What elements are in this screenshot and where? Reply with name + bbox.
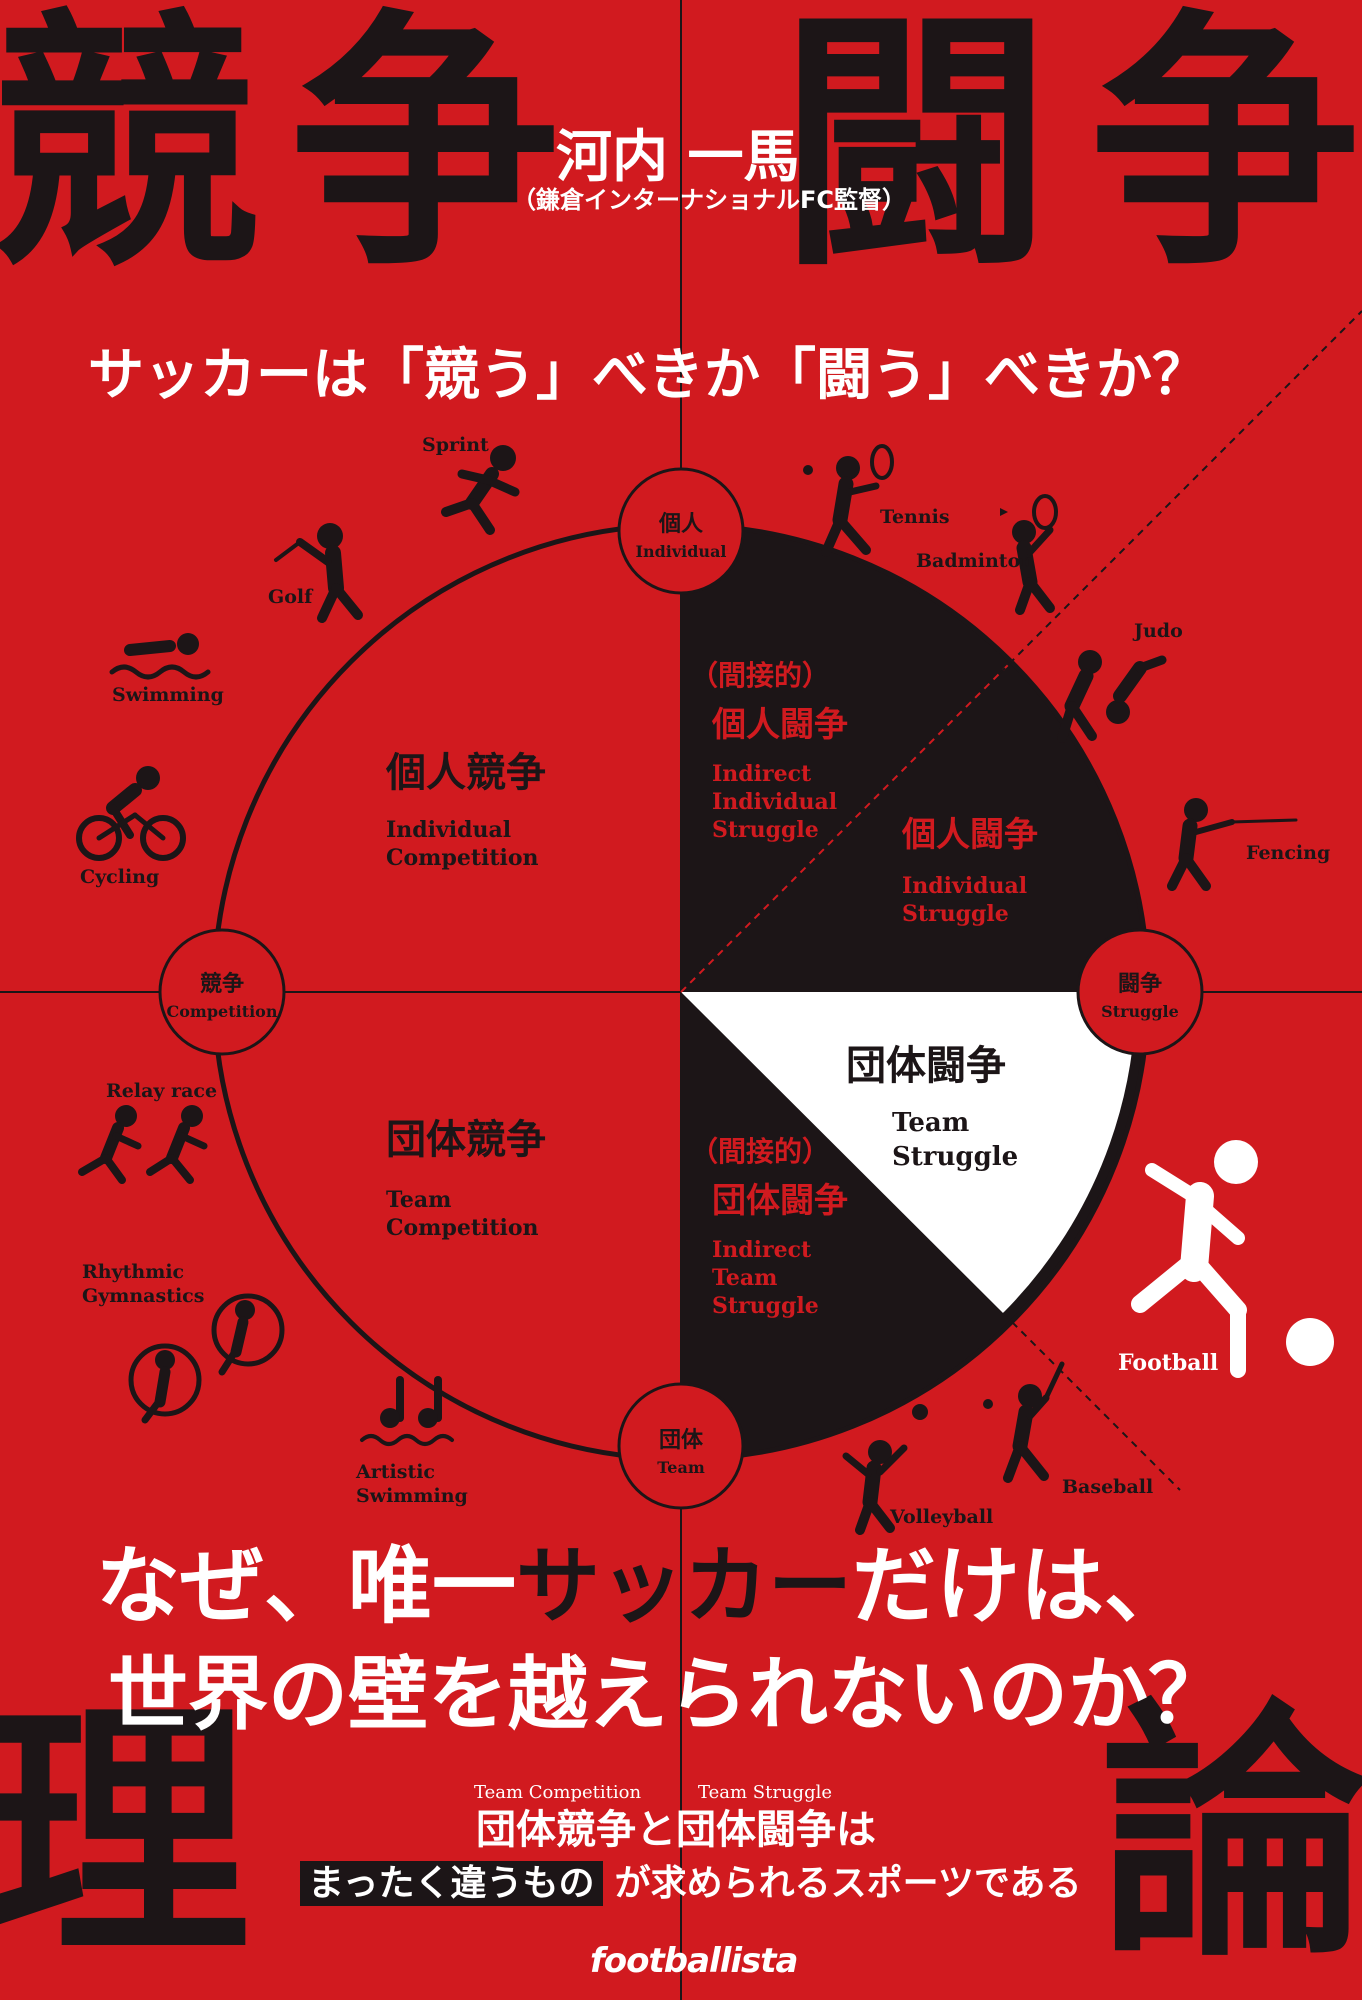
indirect-individual-paren: （間接的） [690, 659, 831, 692]
team-struggle-jp: 団体闘争 [846, 1043, 1006, 1089]
tagline-line-2: まったく違うものが求められるスポーツである [300, 1861, 1082, 1906]
individual-struggle-en: Individual Struggle [902, 873, 1028, 927]
tagline-rest: が求められるスポーツである [614, 1863, 1082, 1904]
node-circle-top [617, 467, 745, 595]
headline-line-1-a: なぜ、唯一 [96, 1536, 517, 1635]
label-badminton: Badminton [916, 550, 1035, 572]
node-top-en: Individual [635, 542, 727, 561]
swimming-icon [109, 633, 211, 680]
label-fencing: Fencing [1246, 842, 1331, 864]
indirect-individual-en: Indirect Individual Struggle [712, 761, 838, 843]
headline-line-1: なぜ、唯一サッカーだけは、 [96, 1544, 1188, 1628]
author-name: 河内 一馬 [556, 125, 800, 190]
indirect-team-jp: 団体闘争 [712, 1181, 848, 1221]
label-volleyball: Volleyball [890, 1506, 994, 1528]
tagline-ruby-2: Team Struggle [698, 1782, 832, 1803]
label-judo: Judo [1134, 620, 1183, 642]
tagline-line-1: 団体競争と団体闘争は [476, 1807, 876, 1853]
individual-competition-en: Individual Competition [386, 817, 539, 871]
indirect-team-paren: （間接的） [690, 1135, 831, 1168]
tennis-icon [803, 444, 894, 557]
label-baseball: Baseball [1062, 1476, 1154, 1498]
label-cycling: Cycling [80, 866, 160, 888]
node-left-en: Competition [166, 1002, 278, 1021]
volleyball-icon [842, 1404, 928, 1535]
corner-char-ri: 理 [0, 1677, 250, 1992]
publisher-logo: footballista [590, 1941, 798, 1981]
label-swimming: Swimming [112, 684, 224, 706]
baseball-icon [983, 1361, 1065, 1483]
headline-line-1-soccer: サッカー [516, 1536, 853, 1635]
corner-char-so-2: 争 [1090, 0, 1360, 302]
badminton-icon [1000, 494, 1058, 615]
label-relay: Relay race [106, 1080, 218, 1102]
football-icon [1131, 1140, 1334, 1378]
individual-struggle-jp: 個人闘争 [902, 815, 1038, 855]
judo-icon [1057, 650, 1167, 743]
tagline-highlight: まったく違うもの [300, 1861, 603, 1906]
node-bottom-en: Team [657, 1458, 705, 1477]
node-bottom-jp: 団体 [658, 1428, 703, 1453]
corner-char-ron: 論 [1100, 1677, 1362, 1992]
relay-race-icon [78, 1105, 208, 1184]
node-circle-right [1076, 928, 1204, 1056]
team-competition-en: Team Competition [386, 1187, 539, 1241]
corner-char-so-1: 争 [290, 0, 560, 302]
golf-icon [274, 523, 363, 623]
headline-line-1-c: だけは、 [852, 1536, 1189, 1635]
node-top-jp: 個人 [658, 512, 703, 537]
label-rhythmic: Rhythmic Gymnastics [82, 1261, 205, 1307]
indirect-individual-jp: 個人闘争 [712, 705, 848, 745]
label-tennis: Tennis [880, 506, 950, 528]
dashed-diagonal-lower [1002, 1312, 1181, 1491]
node-circle-left [158, 928, 286, 1056]
headline-line-2: 世界の壁を越えられないのか？ [108, 1647, 1228, 1741]
team-competition-jp: 団体競争 [386, 1117, 546, 1163]
indirect-team-en: Indirect Team Struggle [712, 1237, 819, 1319]
label-artistic: Artistic Swimming [356, 1461, 468, 1507]
rhythmic-gymnastics-icon [128, 1293, 285, 1424]
node-right-jp: 闘争 [1117, 972, 1162, 997]
label-football: Football [1118, 1350, 1219, 1376]
tagline-ruby-1: Team Competition [474, 1782, 642, 1803]
team-struggle-wedge [681, 992, 1136, 1313]
team-struggle-en: Team Struggle [892, 1108, 1019, 1172]
individual-competition-jp: 個人競争 [386, 750, 546, 796]
question-line: サッカーは「競う」べきか「闘う」べきか？ [88, 342, 1208, 408]
node-left-jp: 競争 [199, 972, 244, 997]
label-sprint: Sprint [422, 434, 489, 456]
cycling-icon [76, 766, 186, 861]
corner-char-to: 闘 [780, 0, 1050, 302]
node-right-en: Struggle [1101, 1002, 1179, 1021]
label-golf: Golf [268, 586, 313, 608]
sprint-icon [441, 445, 520, 535]
fencing-icon [1167, 798, 1298, 891]
node-circle-bottom [617, 1382, 745, 1510]
corner-char-kyo: 競 [0, 0, 260, 302]
artistic-swimming-icon [360, 1376, 454, 1446]
author-role: （鎌倉インターナショナルFC監督） [512, 186, 907, 214]
